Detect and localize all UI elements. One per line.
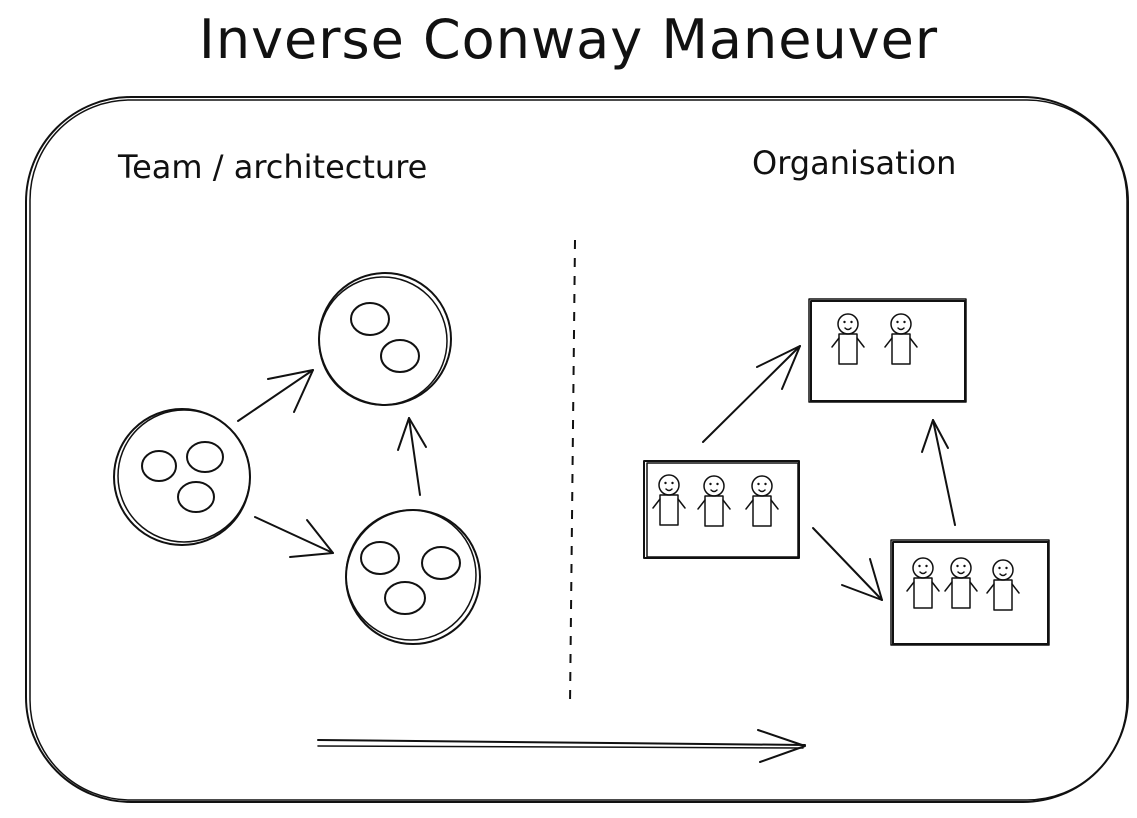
team-member-icon bbox=[361, 542, 399, 574]
team-circle-bottom bbox=[346, 510, 480, 644]
person-icon bbox=[884, 313, 918, 365]
arrow-org-left-to-top bbox=[703, 346, 800, 442]
team-circle-left bbox=[114, 409, 250, 545]
divider-line bbox=[570, 240, 575, 705]
organisation-heading: Organisation bbox=[752, 144, 957, 182]
org-team-box-bottom bbox=[891, 540, 1049, 645]
person-icon bbox=[906, 557, 940, 609]
team-member-icon bbox=[187, 442, 223, 472]
diagram-title: Inverse Conway Maneuver bbox=[198, 8, 939, 71]
team-member-icon bbox=[142, 451, 176, 481]
person-icon bbox=[652, 474, 686, 526]
person-icon bbox=[831, 313, 865, 365]
outer-frame bbox=[26, 97, 1128, 802]
arrow-org-left-to-bottom bbox=[813, 528, 882, 600]
team-architecture-heading: Team / architecture bbox=[118, 148, 428, 186]
arrow-left-to-top bbox=[238, 370, 313, 421]
person-icon bbox=[944, 557, 978, 609]
arrow-left-to-bottom bbox=[255, 517, 333, 557]
team-circle-top bbox=[319, 273, 451, 405]
arrow-org-bottom-to-top bbox=[922, 420, 955, 525]
org-team-box-left bbox=[644, 461, 799, 558]
arrow-bottom-to-top bbox=[398, 418, 426, 495]
team-member-icon bbox=[381, 340, 419, 372]
person-icon bbox=[745, 475, 779, 527]
progression-arrow bbox=[318, 730, 805, 762]
team-member-icon bbox=[178, 482, 214, 512]
team-member-icon bbox=[385, 582, 425, 614]
person-icon bbox=[697, 475, 731, 527]
org-team-box-top bbox=[809, 299, 966, 402]
person-icon bbox=[986, 559, 1020, 611]
team-member-icon bbox=[422, 547, 460, 579]
team-member-icon bbox=[351, 303, 389, 335]
